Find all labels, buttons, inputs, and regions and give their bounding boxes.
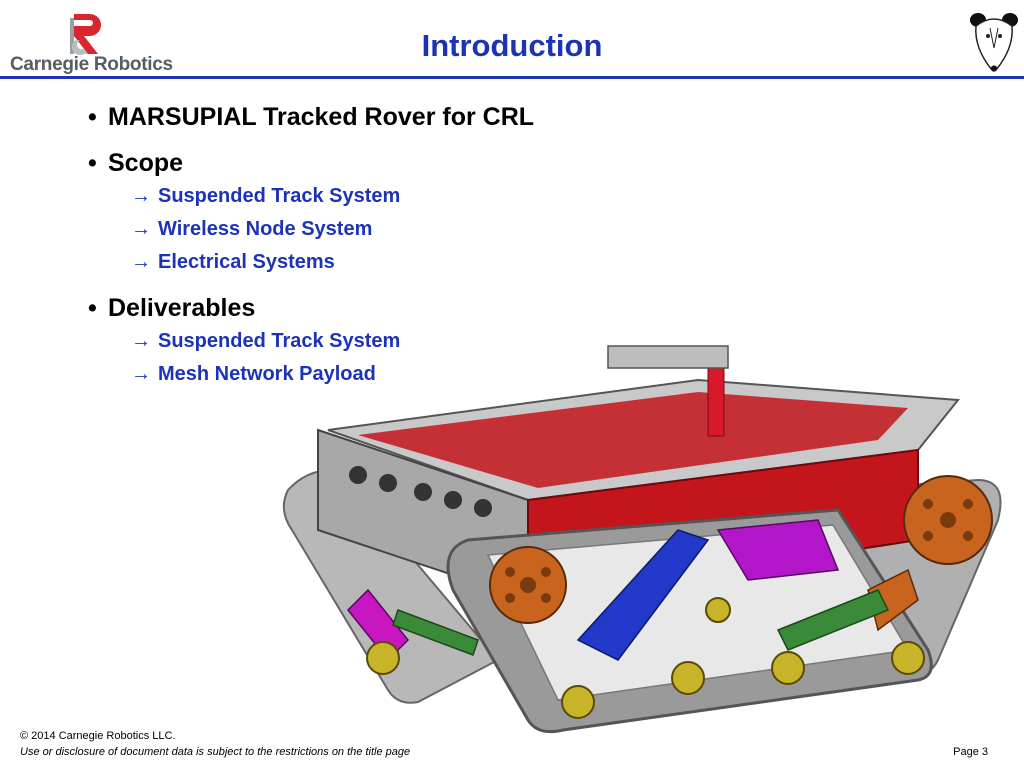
arrow-icon: →	[131, 363, 151, 385]
footer-copyright: © 2014 Carnegie Robotics LLC.	[20, 730, 175, 742]
sub-item-text: Suspended Track System	[158, 185, 401, 207]
sub-item-text: Suspended Track System	[158, 330, 401, 352]
sub-item-text: Mesh Network Payload	[158, 363, 376, 385]
footer-notice: Use or disclosure of document data is su…	[20, 746, 411, 758]
sub-item: → Suspended Track System	[88, 180, 534, 213]
tracked-rover-cad-render	[282, 345, 1002, 734]
bullet-text: Scope	[108, 149, 184, 177]
arrow-icon: →	[131, 185, 151, 207]
bullet-glyph: •	[88, 103, 97, 131]
sub-item: → Mesh Network Payload	[88, 358, 534, 391]
logo-text: Carnegie Robotics	[10, 54, 173, 75]
sub-item-text: Wireless Node System	[158, 218, 373, 240]
page-number: Page 3	[953, 746, 988, 758]
arrow-icon: →	[131, 251, 151, 273]
opossum-mascot-icon	[970, 13, 1018, 72]
bullet-item: • Deliverables	[88, 291, 534, 325]
header-divider	[0, 76, 1024, 79]
slide-title: Introduction	[421, 28, 603, 63]
bullet-glyph: •	[88, 294, 97, 322]
sub-item: → Electrical Systems	[88, 246, 534, 279]
slide-content: •MARSUPIAL Tracked Rover for CRL •Scope …	[88, 100, 534, 391]
bullet-item: • Scope	[88, 146, 534, 180]
copyright-text: 2014 Carnegie Robotics LLC.	[31, 730, 176, 742]
sub-item-text: Electrical Systems	[158, 251, 335, 273]
sub-item: → Wireless Node System	[88, 213, 534, 246]
arrow-icon: →	[131, 330, 151, 352]
company-logo: Carnegie Robotics	[8, 10, 173, 76]
bullet-item: • MARSUPIAL Tracked Rover for CRL	[88, 100, 534, 134]
bullet-glyph: •	[88, 149, 97, 177]
bullet-text: MARSUPIAL Tracked Rover for CRL	[108, 103, 535, 131]
arrow-icon: →	[131, 218, 151, 240]
carnegie-robotics-logo-icon	[70, 14, 101, 56]
bullet-text: Deliverables	[108, 294, 256, 322]
sub-item: → Suspended Track System	[88, 325, 534, 358]
copyright-symbol: ©	[20, 730, 29, 742]
